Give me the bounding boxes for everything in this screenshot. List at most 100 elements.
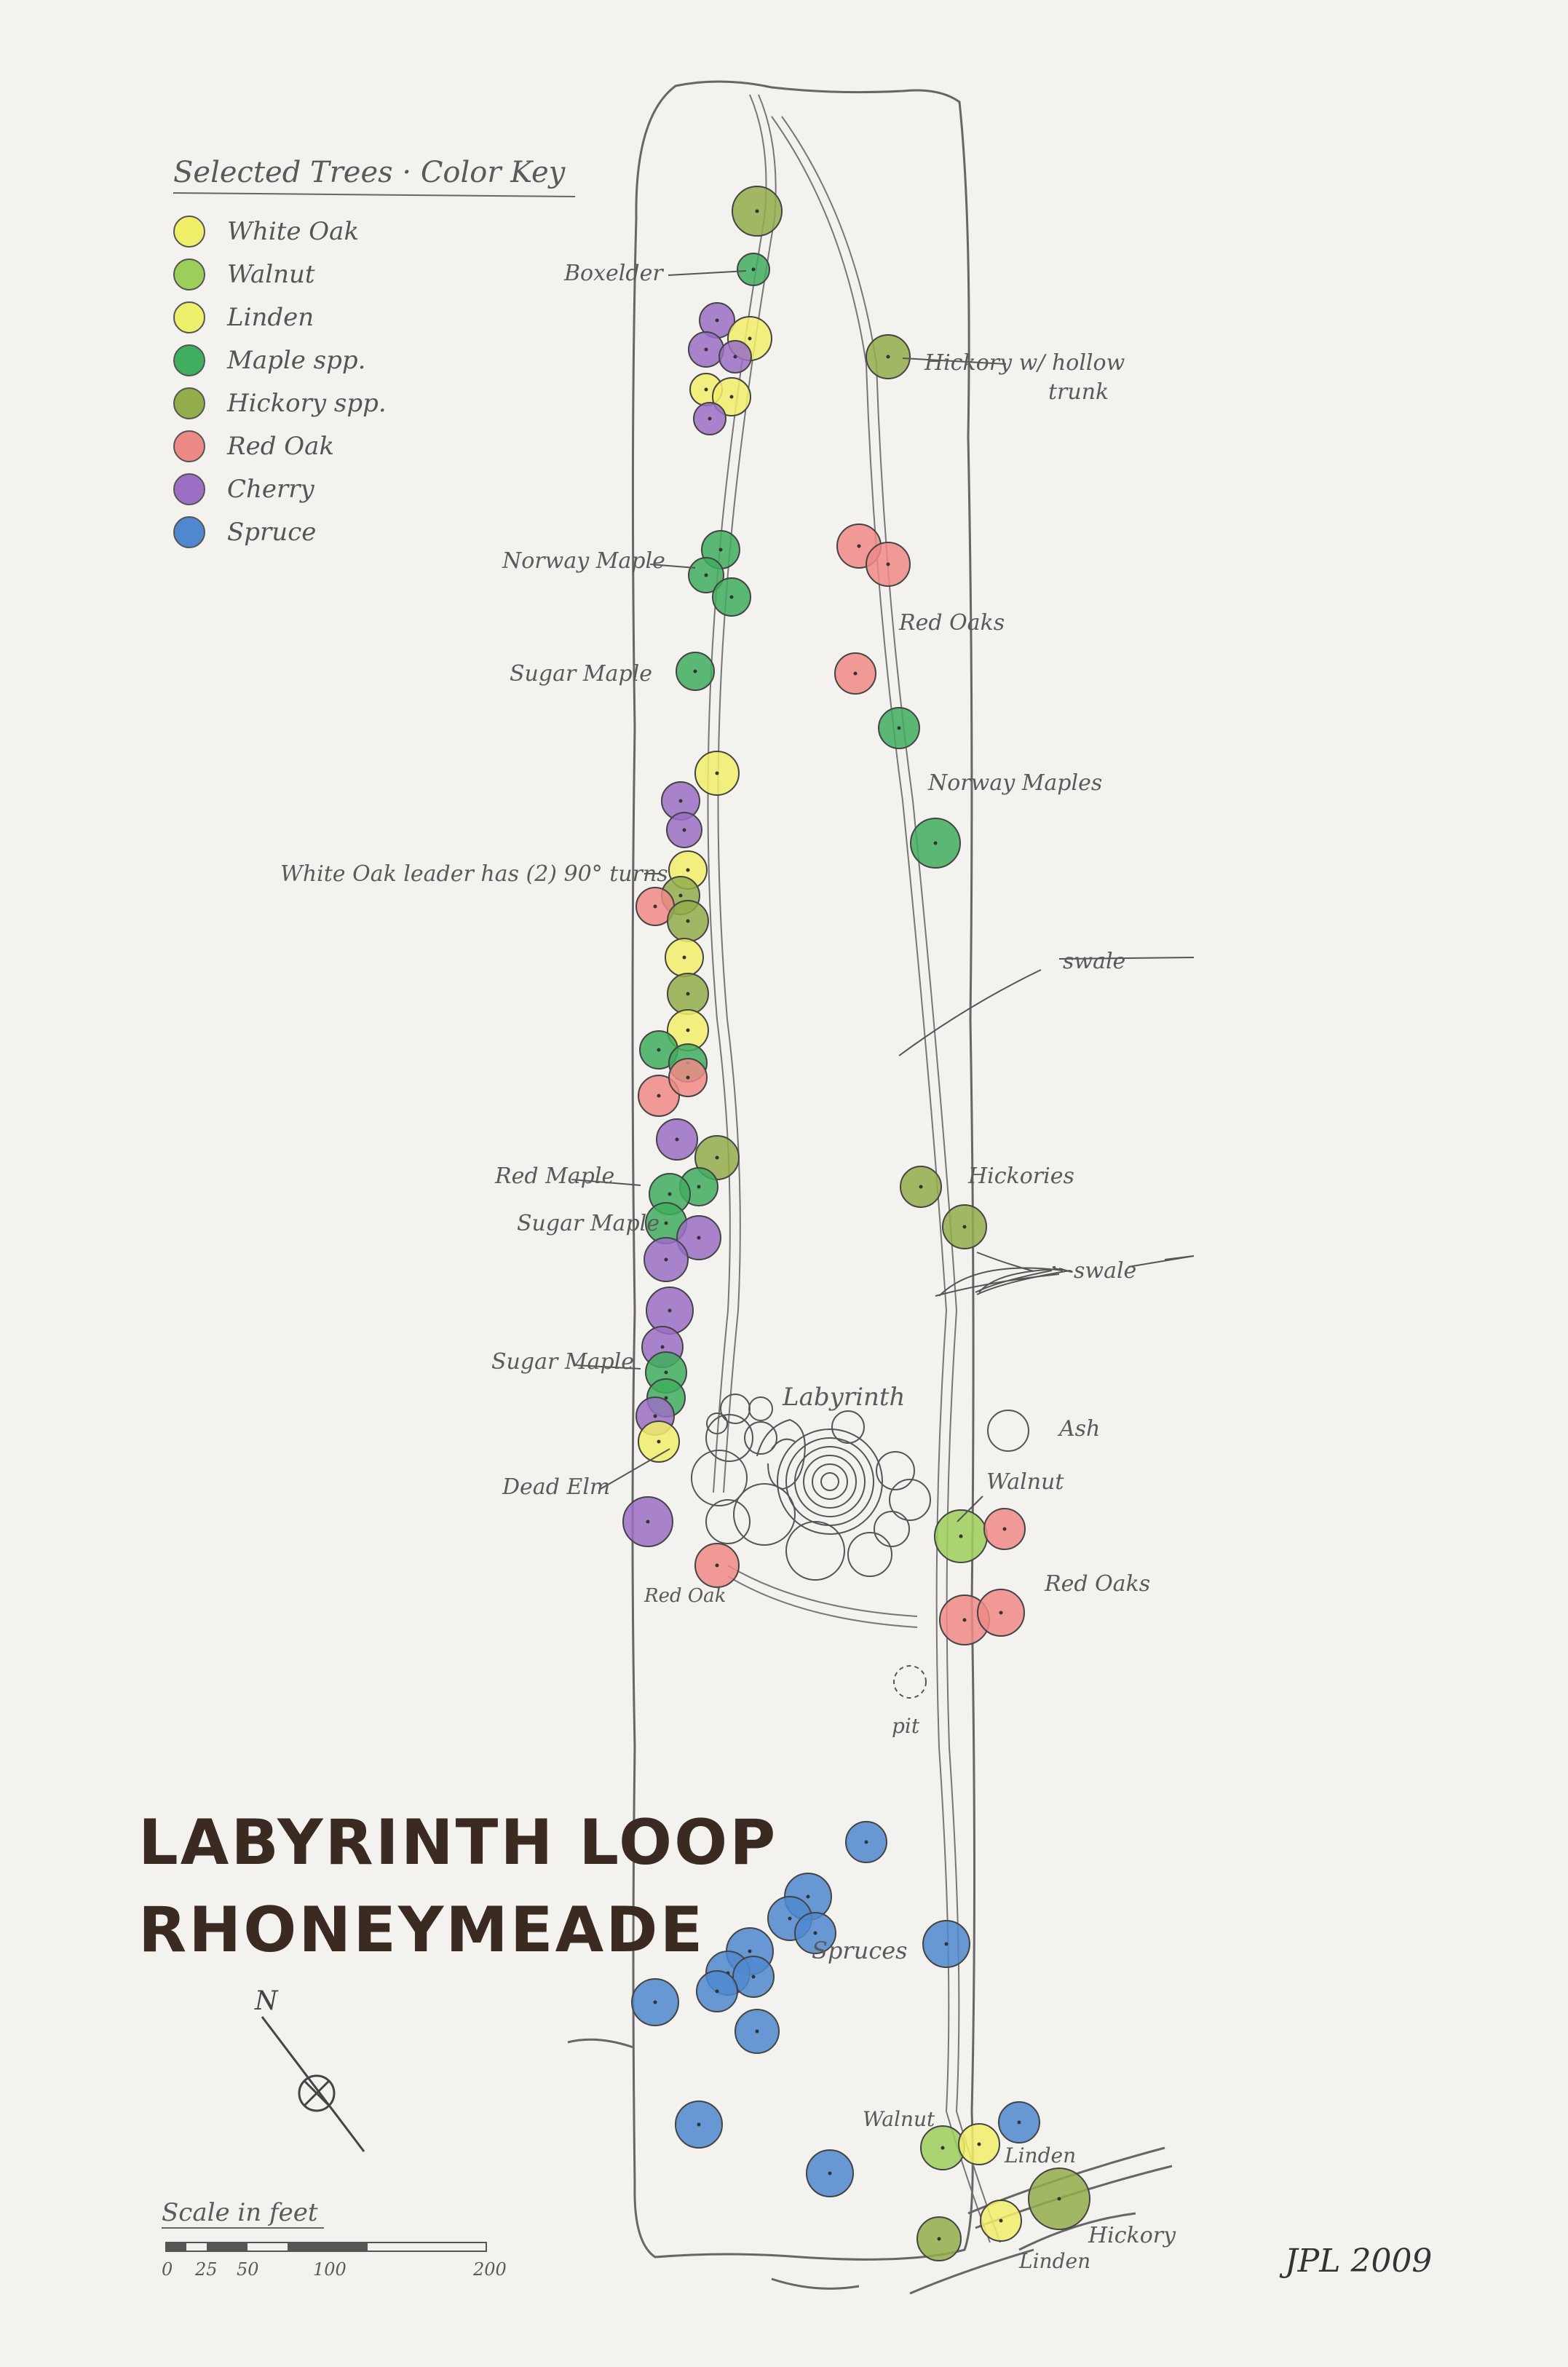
tree-trunk-dot [697, 1185, 701, 1189]
tree-trunk-dot [944, 1942, 949, 1946]
tree-trunk-dot [959, 1534, 963, 1538]
tree-trunk-dot [751, 1975, 756, 1979]
tree-trunk-dot [755, 2029, 759, 2034]
legend-label: White Oak [227, 217, 359, 246]
tree-trunk-dot [693, 669, 697, 673]
tree-trunk-dot [686, 992, 690, 996]
tree-trunk-dot [937, 2237, 941, 2241]
label-norway-maples: Norway Maples [927, 770, 1102, 796]
scale-tick-25: 25 [194, 2259, 218, 2280]
tree-trunk-dot [664, 1257, 668, 1262]
tree-trunk-dot [864, 1840, 868, 1844]
label-swale-lower: swale [1074, 1258, 1136, 1284]
label-hickory-hollow-2: trunk [1048, 379, 1109, 405]
tree-trunk-dot [748, 1949, 752, 1953]
legend-swatch [173, 430, 205, 462]
legend-swatch [173, 301, 205, 333]
label-red-oaks-upper: Red Oaks [898, 610, 1005, 636]
label-norway-maple: Norway Maple [502, 548, 665, 574]
label-hickory-hollow: Hickory w/ hollow [924, 350, 1125, 376]
color-key-title: Selected Trees · Color Key [173, 156, 566, 189]
scale-tick-100: 100 [313, 2259, 347, 2280]
tree-trunk-dot [653, 1414, 657, 1418]
legend-label: Cherry [227, 475, 315, 504]
tree-trunk-dot [715, 771, 719, 775]
tree-trunk-dot [715, 1155, 719, 1160]
tree-trunk-dot [828, 2171, 832, 2176]
tree-trunk-dot [733, 355, 737, 359]
tree-trunk-dot [657, 1439, 661, 1444]
legend-swatch [173, 344, 205, 376]
tree-trunk-dot [686, 919, 690, 923]
tree-trunk-dot [919, 1185, 923, 1189]
legend-label: Maple spp. [226, 346, 365, 375]
tree-trunk-dot [678, 893, 683, 898]
label-hickory-bottom: Hickory [1088, 2223, 1176, 2248]
walking-trail [707, 94, 1001, 2243]
tree-trunk-dot [1017, 2120, 1021, 2125]
label-dead-elm: Dead Elm [502, 1474, 610, 1500]
label-walnut-bottom: Walnut [863, 2107, 935, 2131]
tree-trunk-dot [664, 1370, 668, 1375]
ash-tree-outline [987, 1410, 1029, 1452]
leader-lines [571, 270, 1195, 1522]
signature: JPL 2009 [1279, 2242, 1432, 2280]
tree-trunk-dot [813, 1931, 817, 1935]
tree-trunk-dot [715, 1989, 719, 1993]
tree-trunk-dot [977, 2142, 981, 2146]
tree-trunk-dot [897, 726, 901, 730]
tree-trunk-dot [653, 904, 657, 909]
legend-label: Red Oak [226, 432, 334, 461]
tree-trunk-dot [715, 318, 719, 323]
scale-tick-50: 50 [237, 2259, 259, 2280]
tree-trunk-dot [718, 548, 723, 552]
tree-trunk-dot [886, 355, 890, 359]
tree-trunk-dot [999, 1611, 1003, 1615]
tree-trunk-dot [806, 1894, 810, 1899]
label-walnut-mid: Walnut [986, 1469, 1064, 1495]
label-sugar-maple-upper: Sugar Maple [510, 661, 652, 687]
scale-tick-0: 0 [162, 2259, 173, 2280]
label-red-maple: Red Maple [494, 1163, 614, 1189]
tree-trunk-dot [933, 841, 938, 845]
legend-swatch [173, 473, 205, 505]
label-pit: pit [892, 1714, 920, 1738]
label-spruces: Spruces [812, 1937, 908, 1964]
legend-swatch [173, 258, 205, 291]
tree-trunk-dot [697, 1236, 701, 1240]
label-linden-right: Linden [1004, 2143, 1076, 2168]
tree-trunk-dot [697, 2122, 701, 2127]
tree-trunk-dot [675, 1137, 679, 1142]
tree-trunk-dot [857, 544, 861, 548]
tree-trunk-dot [748, 336, 752, 341]
tree-trunk-dot [664, 1396, 668, 1400]
scale-label: Scale in feet [162, 2198, 318, 2227]
pit-outline [893, 1665, 927, 1699]
tree-trunk-dot [678, 799, 683, 803]
tree-trunk-dot [1057, 2197, 1061, 2201]
tree-trunk-dot [657, 1094, 661, 1098]
tree-trunk-dot [999, 2218, 1003, 2223]
tree-trunk-dot [704, 347, 708, 352]
tree-trunk-dot [1002, 1527, 1007, 1531]
tree-trunk-dot [682, 955, 686, 960]
label-boxelder: Boxelder [563, 261, 664, 286]
tree-trunk-dot [704, 387, 708, 392]
trees-layer [622, 186, 1090, 2261]
scale-tick-200: 200 [472, 2259, 507, 2280]
tree-trunk-dot [646, 1520, 650, 1524]
tree-trunk-dot [682, 828, 686, 832]
tree-trunk-dot [853, 671, 858, 676]
label-labyrinth: Labyrinth [782, 1383, 905, 1412]
tree-trunk-dot [653, 2000, 657, 2004]
tree-trunk-dot [657, 1048, 661, 1052]
tree-trunk-dot [704, 573, 708, 577]
tree-trunk-dot [686, 1075, 690, 1080]
tree-trunk-dot [686, 868, 690, 872]
tree-trunk-dot [941, 2146, 945, 2150]
legend-label: Linden [226, 303, 314, 332]
legend-swatch [173, 516, 205, 548]
map-title-line2: RHONEYMEADE [138, 1894, 705, 1967]
